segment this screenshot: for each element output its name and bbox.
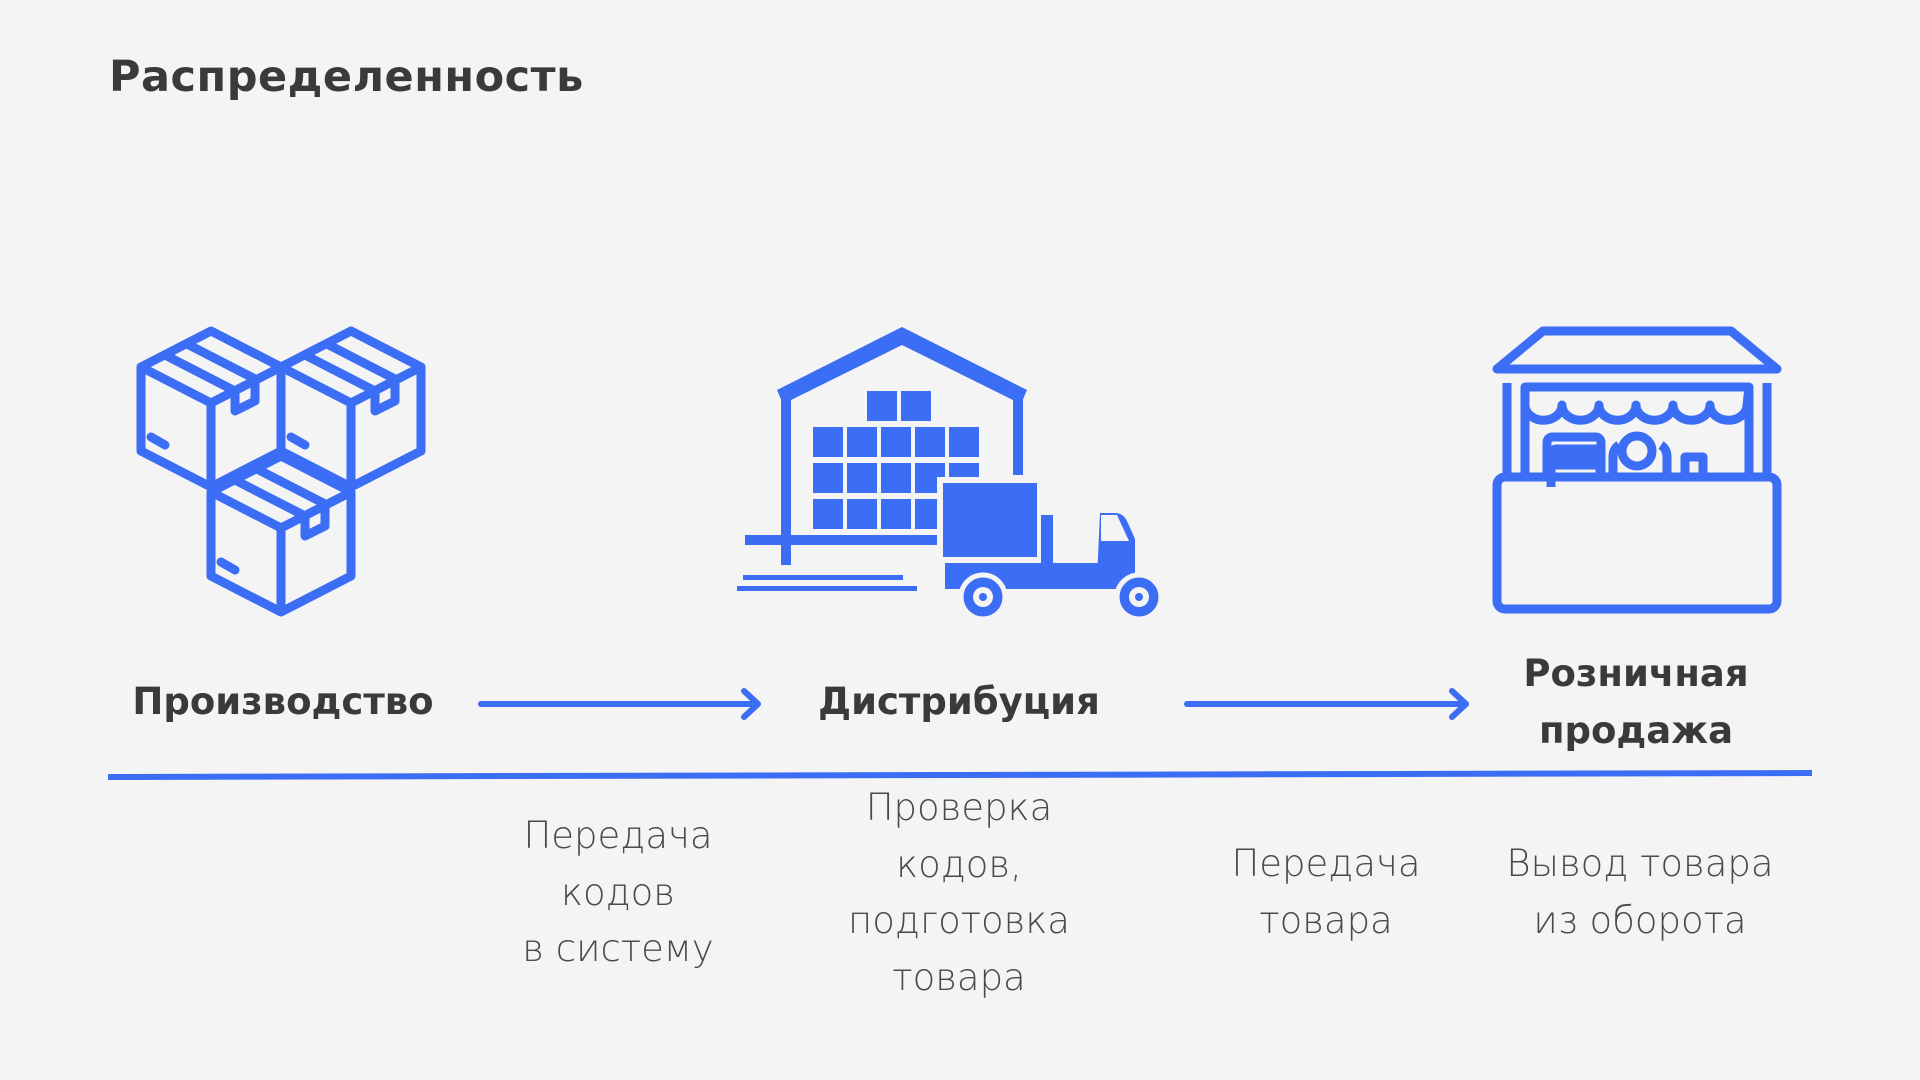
note-line: товара [1259,898,1393,942]
note-line: Вывод товара [1506,842,1774,885]
note-line: из оборота [1533,898,1747,942]
note-line: товара [892,955,1026,999]
note-line: Проверка [865,786,1053,829]
note-code-transfer: Передача кодов в систему [408,808,828,978]
note-line: в систему [522,927,714,970]
stage-label-retail: Розничная продажа [1436,645,1836,759]
arrow-right-icon [1184,688,1469,720]
note-line: Передача [523,814,713,857]
note-line: Передача [1231,842,1421,885]
boxes-icon [136,326,429,617]
timeline-divider [107,770,1813,780]
stage-label-line: Розничная [1523,652,1749,695]
stage-label-production: Производство [83,673,483,730]
arrow-right-icon [478,688,761,720]
stage-label-line: Производство [132,680,434,723]
stage-label-line: Дистрибуция [818,680,1100,723]
stage-label-distribution: Дистрибуция [759,673,1159,730]
note-code-check: Проверка кодов, подготовка товара [749,780,1169,1006]
note-withdrawal: Вывод товара из оборота [1430,836,1850,949]
note-line: подготовка [848,899,1070,942]
note-line: кодов [561,870,675,914]
note-goods-transfer: Передача товара [1116,836,1536,949]
stage-label-line: продажа [1538,709,1734,752]
market-stall-icon [1492,326,1782,614]
note-line: кодов, [896,842,1022,886]
warehouse-truck-icon [737,327,1164,622]
page-title: Распределенность [109,52,584,102]
